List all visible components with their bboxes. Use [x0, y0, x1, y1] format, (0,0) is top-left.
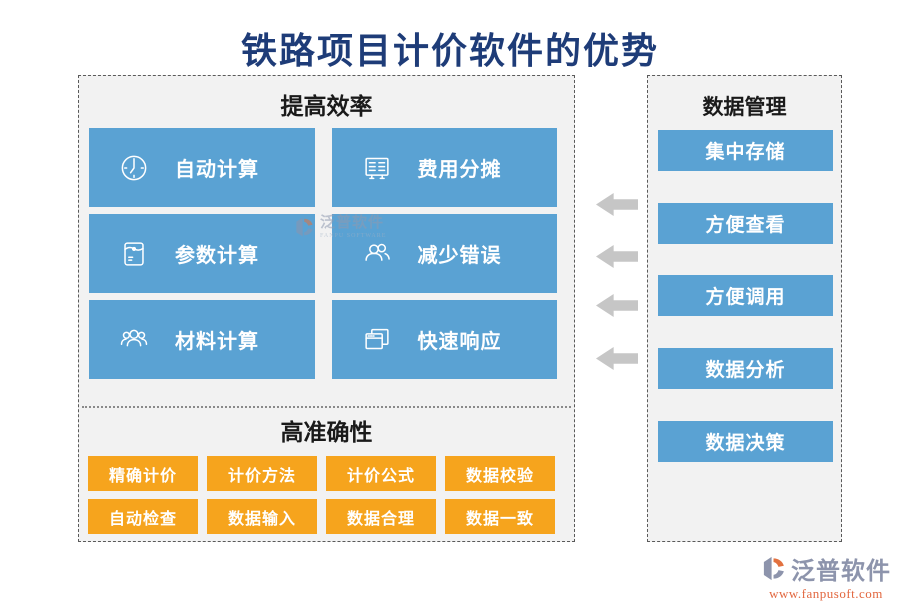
button-pricing-method[interactable]: 计价方法 — [207, 456, 317, 491]
footer-brand: 泛普软件 www.fanpusoft.com — [761, 551, 891, 602]
button-centralized-storage[interactable]: 集中存储 — [658, 130, 833, 171]
card-material-calculation[interactable]: 材料计算 — [89, 300, 315, 379]
accuracy-heading: 高准确性 — [280, 420, 373, 445]
button-easy-retrieval[interactable]: 方便调用 — [658, 275, 833, 316]
cost-sheet-icon — [360, 151, 394, 185]
button-data-reasonable[interactable]: 数据合理 — [326, 499, 436, 534]
button-data-entry[interactable]: 数据输入 — [207, 499, 317, 534]
card-label: 自动计算 — [175, 159, 259, 181]
button-pricing-formula[interactable]: 计价公式 — [326, 456, 436, 491]
efficiency-cards: 自动计算 费用分摊 参数计算 — [89, 128, 557, 379]
left-arrow-icon — [596, 245, 638, 268]
left-arrow-icon — [596, 193, 638, 216]
button-data-analysis[interactable]: 数据分析 — [658, 348, 833, 389]
brand-website[interactable]: www.fanpusoft.com — [769, 586, 883, 601]
section-divider — [82, 406, 571, 408]
left-arrow-icon — [596, 294, 638, 317]
button-data-verification[interactable]: 数据校验 — [445, 456, 555, 491]
accuracy-buttons: 精确计价 计价方法 计价公式 数据校验 自动检查 数据输入 数据合理 数据一致 — [88, 456, 555, 534]
page-title: 铁路项目计价软件的优势 — [240, 31, 659, 71]
stacked-windows-icon — [360, 323, 394, 357]
button-data-decision[interactable]: 数据决策 — [658, 421, 833, 462]
button-data-consistent[interactable]: 数据一致 — [445, 499, 555, 534]
group-people-icon — [117, 323, 151, 357]
button-precise-pricing[interactable]: 精确计价 — [88, 456, 198, 491]
efficiency-heading: 提高效率 — [280, 94, 373, 119]
clock-icon — [117, 151, 151, 185]
left-arrow-icon — [596, 347, 638, 370]
fanpu-logo-icon — [763, 556, 784, 581]
button-easy-viewing[interactable]: 方便查看 — [658, 203, 833, 244]
card-label: 快速响应 — [417, 331, 502, 353]
card-label: 费用分摊 — [417, 159, 502, 181]
card-label: 减少错误 — [417, 245, 502, 267]
data-management-heading: 数据管理 — [702, 95, 787, 119]
card-label: 材料计算 — [175, 331, 259, 353]
data-management-panel: 数据管理 集中存储 方便查看 方便调用 数据分析 数据决策 — [647, 75, 842, 542]
efficiency-accuracy-panel: 提高效率 自动计算 费用分摊 — [78, 75, 575, 542]
card-quick-response[interactable]: 快速响应 — [332, 300, 557, 379]
card-cost-allocation[interactable]: 费用分摊 — [332, 128, 557, 207]
document-pouch-icon — [117, 237, 151, 271]
card-reduce-errors[interactable]: 减少错误 — [332, 214, 557, 293]
brand-name: 泛普软件 — [791, 559, 891, 585]
two-people-icon — [360, 237, 394, 271]
card-parameter-calculation[interactable]: 参数计算 — [89, 214, 315, 293]
button-auto-check[interactable]: 自动检查 — [88, 499, 198, 534]
card-auto-calculation[interactable]: 自动计算 — [89, 128, 315, 207]
card-label: 参数计算 — [175, 245, 259, 267]
